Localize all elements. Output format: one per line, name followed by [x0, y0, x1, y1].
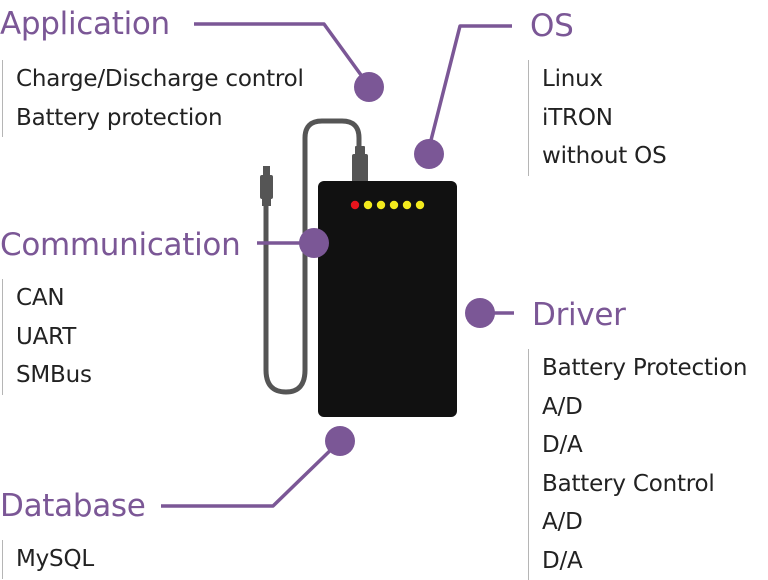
list-item: Charge/Discharge control	[16, 60, 304, 99]
os-leader-line	[428, 26, 512, 152]
list-item: Battery Protection	[542, 349, 747, 388]
database-leader-line	[161, 441, 340, 506]
database-items: MySQL	[2, 540, 94, 579]
cable-plug	[260, 175, 273, 199]
device-connector-tip	[355, 146, 365, 156]
led-yellow	[390, 201, 398, 209]
led-yellow	[416, 201, 424, 209]
cable-plug-tip	[263, 166, 270, 176]
list-item: Linux	[542, 60, 666, 99]
application-heading: Application	[0, 6, 170, 42]
list-item: Battery Control	[542, 465, 747, 504]
list-item: MySQL	[16, 540, 94, 579]
list-item: CAN	[16, 279, 92, 318]
list-item: D/A	[542, 542, 747, 580]
battery-device	[318, 181, 457, 417]
list-item: Battery protection	[16, 99, 304, 138]
led-yellow	[377, 201, 385, 209]
list-item: SMBus	[16, 356, 92, 395]
os-items: Linux iTRON without OS	[528, 60, 666, 176]
list-item: A/D	[542, 388, 747, 427]
os-dot	[414, 139, 444, 169]
communication-items: CAN UART SMBus	[2, 279, 92, 395]
list-item: iTRON	[542, 99, 666, 138]
database-heading: Database	[0, 488, 146, 524]
os-heading: OS	[530, 8, 573, 44]
led-yellow	[403, 201, 411, 209]
led-red	[351, 201, 359, 209]
application-dot	[354, 72, 384, 102]
list-item: without OS	[542, 137, 666, 176]
database-dot	[325, 426, 355, 456]
device-connector	[352, 154, 368, 184]
list-item: UART	[16, 318, 92, 357]
list-item: D/A	[542, 426, 747, 465]
cable-plug-neck	[262, 198, 271, 206]
led-yellow	[364, 201, 372, 209]
driver-items: Battery Protection A/D D/A Battery Contr…	[528, 349, 747, 580]
communication-dot	[299, 228, 329, 258]
communication-heading: Communication	[0, 227, 240, 263]
driver-heading: Driver	[532, 297, 626, 333]
application-items: Charge/Discharge control Battery protect…	[2, 60, 304, 137]
driver-dot	[465, 298, 495, 328]
list-item: A/D	[542, 503, 747, 542]
